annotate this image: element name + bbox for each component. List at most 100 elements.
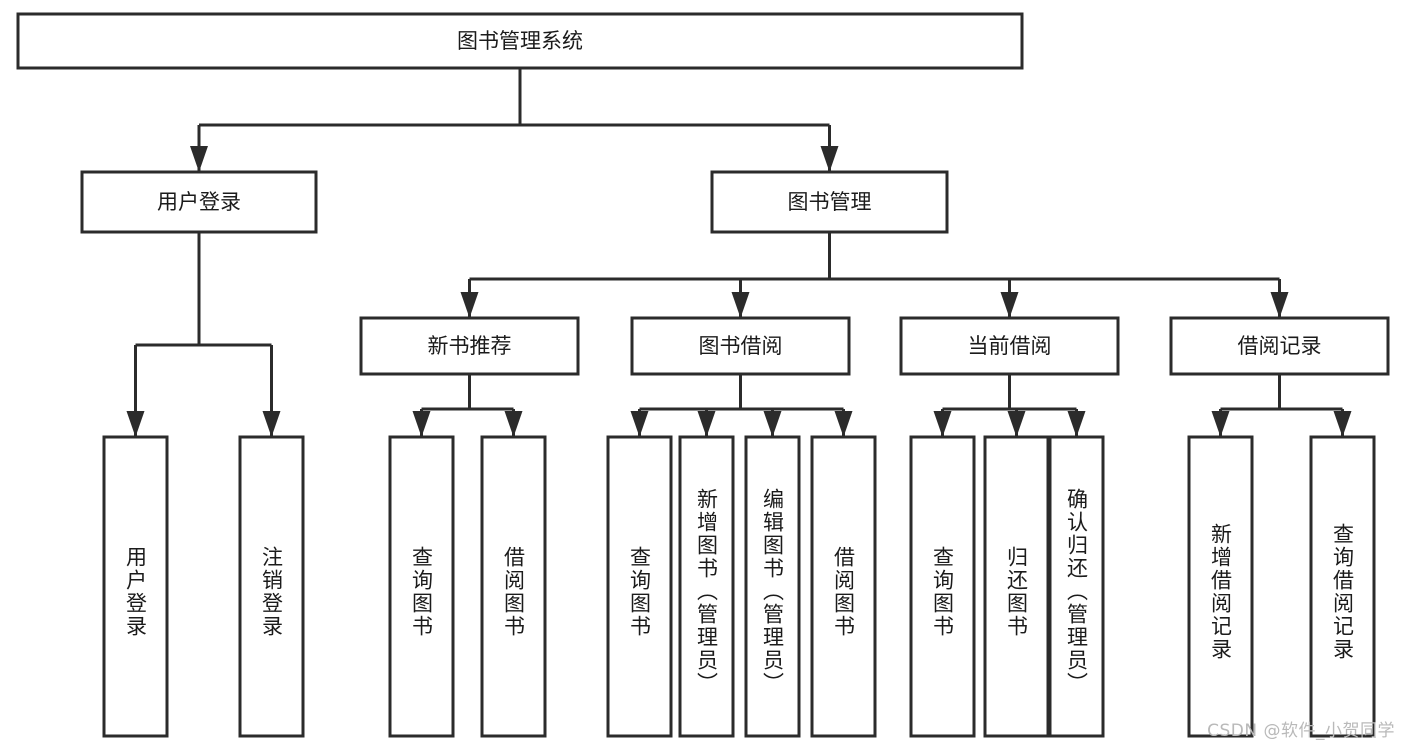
node-label-holder: 用户登录 (106, 451, 165, 732)
node-label: 新书推荐 (428, 334, 512, 358)
arrow-head-icon (1270, 292, 1289, 318)
node-box[interactable] (480, 435, 547, 738)
node-box[interactable] (16, 12, 1024, 70)
node-box[interactable] (238, 435, 305, 738)
node-box[interactable] (678, 435, 735, 738)
node-root[interactable]: 图书管理系统 (16, 12, 1024, 70)
node-n-user-login[interactable]: 用户登录 (80, 170, 318, 234)
node-label: 用户登录 (123, 546, 148, 638)
node-l-query-book-2[interactable]: 查询图书 (606, 435, 673, 738)
arrow-head-icon (460, 292, 479, 318)
node-box[interactable] (80, 170, 318, 234)
arrow-head-icon (1211, 411, 1230, 437)
arrow-head-icon (126, 411, 145, 437)
node-l-borrow-book-2[interactable]: 借阅图书 (810, 435, 877, 738)
node-box[interactable] (909, 435, 976, 738)
arrow-head-icon (262, 411, 281, 437)
node-label-holder: 查询图书 (913, 451, 972, 732)
arrow-head-icon (763, 411, 782, 437)
node-n-records[interactable]: 借阅记录 (1169, 316, 1390, 376)
node-label-holder: 新增借阅记录 (1208, 523, 1233, 661)
node-box[interactable] (744, 435, 801, 738)
vertical-label-wrap: 借阅图书 (814, 451, 873, 732)
node-box[interactable] (630, 316, 851, 376)
node-box[interactable] (1048, 435, 1105, 738)
vertical-label-wrap: 查询借阅记录 (1313, 451, 1372, 732)
arrow-head-icon (412, 411, 431, 437)
node-label-holder: 归还图书 (987, 451, 1046, 732)
node-l-confirm-return[interactable]: 确认归还（管理员） (1048, 435, 1105, 738)
node-label-holder: 查询图书 (392, 451, 451, 732)
arrow-head-icon (630, 411, 649, 437)
node-label-holder: 注销登录 (242, 451, 301, 732)
node-label: 图书借阅 (699, 334, 783, 358)
vertical-label-wrap: 查询图书 (392, 451, 451, 732)
node-box[interactable] (102, 435, 169, 738)
node-l-add-book[interactable]: 新增图书（管理员） (678, 435, 735, 738)
node-box[interactable] (810, 435, 877, 738)
vertical-label-wrap: 查询图书 (610, 451, 669, 732)
vertical-label-wrap: 编辑图书（管理员） (748, 451, 797, 732)
node-l-query-book-3[interactable]: 查询图书 (909, 435, 976, 738)
arrow-head-icon (1067, 411, 1086, 437)
vertical-label-wrap: 注销登录 (242, 451, 301, 732)
node-n-current[interactable]: 当前借阅 (899, 316, 1120, 376)
node-box[interactable] (1169, 316, 1390, 376)
node-label: 查询图书 (930, 546, 955, 638)
vertical-label-wrap: 用户登录 (106, 451, 165, 732)
node-label: 查询借阅记录 (1330, 523, 1355, 661)
node-label: 用户登录 (157, 190, 241, 214)
node-n-book-mgmt[interactable]: 图书管理 (710, 170, 949, 234)
vertical-label-wrap: 确认归还（管理员） (1052, 451, 1101, 732)
node-n-borrow[interactable]: 图书借阅 (630, 316, 851, 376)
node-l-query-book-1[interactable]: 查询图书 (388, 435, 455, 738)
node-box[interactable] (606, 435, 673, 738)
node-l-query-record[interactable]: 查询借阅记录 (1309, 435, 1376, 738)
node-label: 新增借阅记录 (1208, 523, 1233, 661)
node-box[interactable] (1309, 435, 1376, 738)
node-label: 新增图书（管理员） (694, 488, 719, 695)
node-label-holder: 新增图书（管理员） (682, 451, 731, 732)
vertical-label-wrap: 查询图书 (913, 451, 972, 732)
vertical-label-wrap: 归还图书 (987, 451, 1046, 732)
node-label: 借阅记录 (1238, 334, 1322, 358)
node-label-holder: 借阅图书 (814, 451, 873, 732)
node-box[interactable] (983, 435, 1050, 738)
node-label-holder: 编辑图书（管理员） (748, 451, 797, 732)
node-l-user-login[interactable]: 用户登录 (102, 435, 169, 738)
node-l-user-logout[interactable]: 注销登录 (238, 435, 305, 738)
vertical-label-wrap: 借阅图书 (484, 451, 543, 732)
arrow-head-icon (697, 411, 716, 437)
node-box[interactable] (1187, 435, 1254, 738)
node-label: 当前借阅 (968, 334, 1052, 358)
arrow-head-icon (1000, 292, 1019, 318)
node-label-holder: 查询图书 (610, 451, 669, 732)
arrow-head-icon (1007, 411, 1026, 437)
node-box[interactable] (388, 435, 455, 738)
node-label-holder: 借阅图书 (484, 451, 543, 732)
node-label: 查询图书 (627, 546, 652, 638)
node-label: 归还图书 (1004, 546, 1029, 638)
node-label: 注销登录 (259, 546, 284, 638)
node-box[interactable] (710, 170, 949, 234)
connector-layer (126, 68, 1352, 437)
node-label: 查询图书 (409, 546, 434, 638)
node-label: 图书管理系统 (457, 29, 583, 53)
node-l-add-record[interactable]: 新增借阅记录 (1187, 435, 1254, 738)
node-box[interactable] (899, 316, 1120, 376)
node-l-edit-book[interactable]: 编辑图书（管理员） (744, 435, 801, 738)
node-l-return-book[interactable]: 归还图书 (983, 435, 1050, 738)
node-layer: 图书管理系统用户登录图书管理新书推荐图书借阅当前借阅借阅记录用户登录注销登录查询… (16, 12, 1390, 738)
node-box[interactable] (359, 316, 580, 376)
node-label: 借阅图书 (831, 546, 856, 638)
arrow-head-icon (834, 411, 853, 437)
arrow-head-icon (933, 411, 952, 437)
vertical-label-wrap: 新增图书（管理员） (682, 451, 731, 732)
arrow-head-icon (820, 146, 839, 172)
arrow-head-icon (731, 292, 750, 318)
node-l-borrow-book-1[interactable]: 借阅图书 (480, 435, 547, 738)
node-n-new-rec[interactable]: 新书推荐 (359, 316, 580, 376)
arrow-head-icon (1333, 411, 1352, 437)
